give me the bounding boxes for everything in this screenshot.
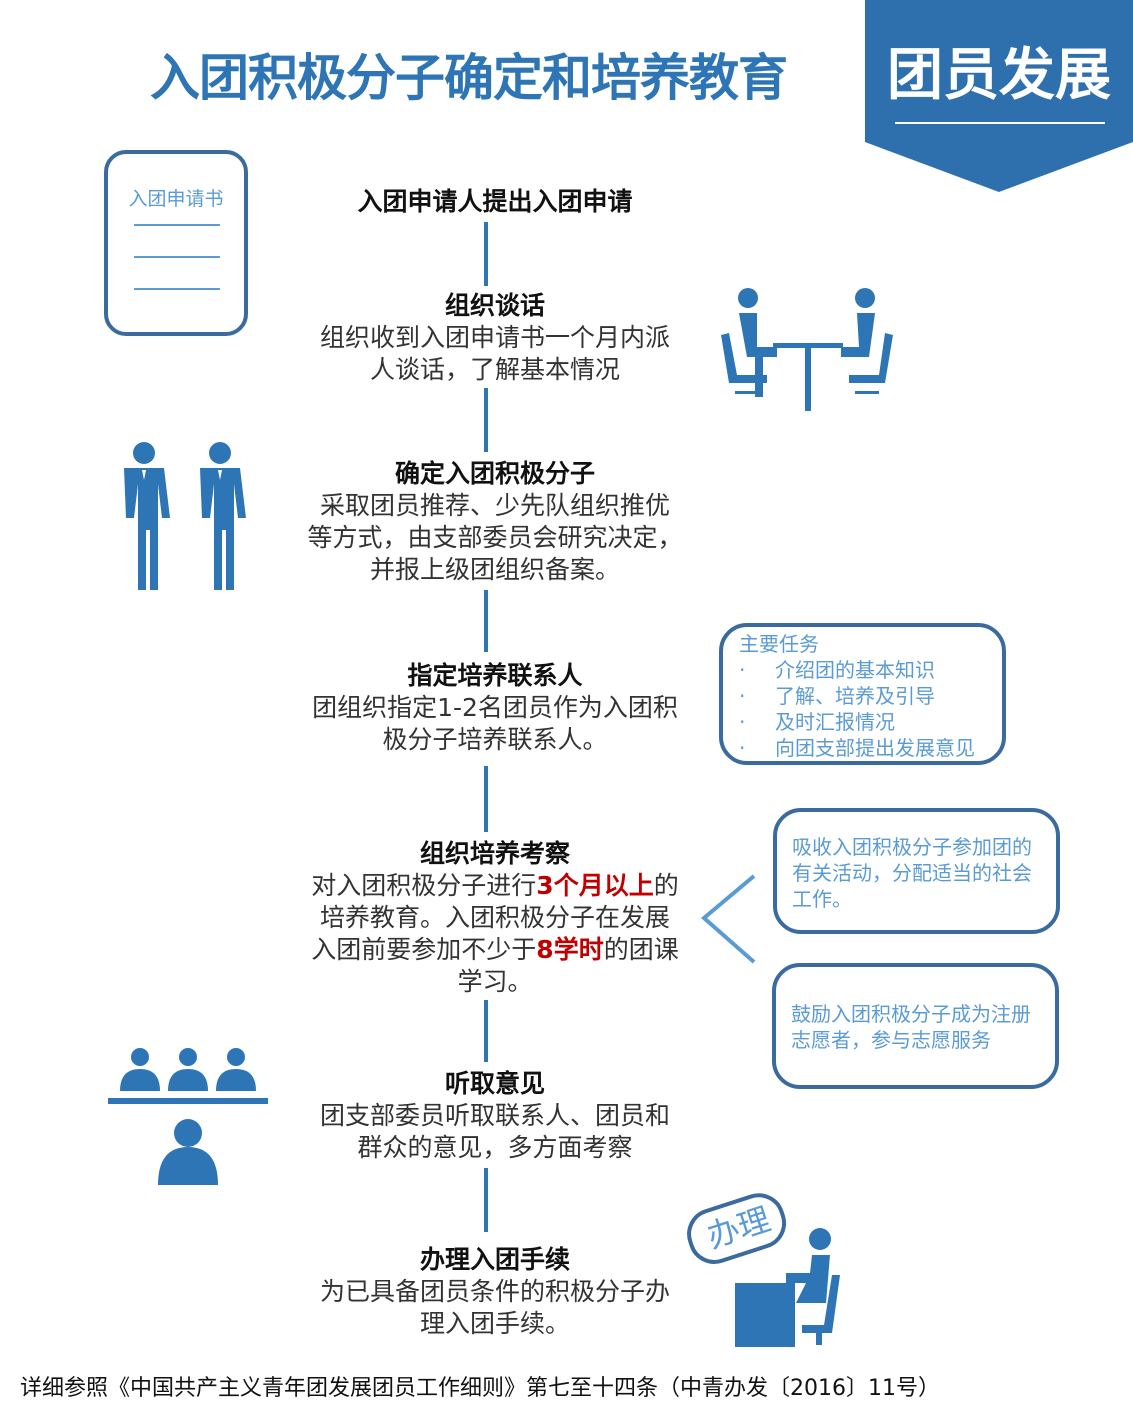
step-text: 培养教育。入团积极分子在发展 <box>319 903 670 932</box>
step-text: 极分子培养联系人。 <box>382 725 608 754</box>
timeline-line <box>484 388 488 452</box>
step-text: 采取团员推荐、少先队组织推优 <box>319 491 670 520</box>
step-interview: 组织谈话 组织收到入团申请书一个月内派 人谈话，了解基本情况 <box>280 290 710 386</box>
highlight-duration: 3个月以上 <box>536 871 654 900</box>
document-line <box>134 288 220 290</box>
step-text: 团组织指定1-2名团员作为入团积 <box>312 693 678 722</box>
step-heading: 组织培养考察 <box>419 839 570 868</box>
step-text: 理入团手续。 <box>419 1309 570 1338</box>
meeting-icon <box>108 1048 268 1185</box>
step-text: 入团前要参加不少于 <box>311 935 537 964</box>
step-apply: 入团申请人提出入团申请 <box>280 186 710 218</box>
step-text: 的 <box>653 871 679 900</box>
footer-reference: 详细参照《中国共产主义青年团发展团员工作细则》第七至十四条（中青办发〔2016〕… <box>20 1376 940 1401</box>
highlight-hours: 8学时 <box>536 935 604 964</box>
step-heading: 确定入团积极分子 <box>394 459 595 488</box>
task-item: ·了解、培养及引导 <box>739 684 935 708</box>
step-assign-contact: 指定培养联系人 团组织指定1-2名团员作为入团积 极分子培养联系人。 <box>280 660 710 756</box>
task-text: 介绍团的基本知识 <box>775 658 935 682</box>
page-title: 入团积极分子确定和培养教育 <box>150 49 788 107</box>
step-text: 并报上级团组织备案。 <box>369 555 620 584</box>
step-text: 对入团积极分子进行 <box>311 871 537 900</box>
step-heading: 指定培养联系人 <box>407 661 583 690</box>
timeline-line <box>484 766 488 832</box>
tasks-box: 主要任务 ·介绍团的基本知识 ·了解、培养及引导 ·及时汇报情况 ·向团支部提出… <box>719 623 1006 765</box>
step-training: 组织培养考察 对入团积极分子进行3个月以上的 培养教育。入团积极分子在发展 入团… <box>280 838 710 998</box>
step-text: 学习。 <box>457 967 533 996</box>
tasks-title: 主要任务 <box>739 632 819 656</box>
step-text: 的团课 <box>603 935 679 964</box>
document-line <box>134 224 220 226</box>
banner <box>865 0 1133 192</box>
application-document-icon <box>104 150 248 336</box>
step-text: 人谈话，了解基本情况 <box>369 355 620 384</box>
timeline-line <box>484 222 488 286</box>
side-box-volunteer: 鼓励入团积极分子成为注册志愿者，参与志愿服务 <box>772 963 1059 1089</box>
step-opinions: 听取意见 团支部委员听取联系人、团员和 群众的意见，多方面考察 <box>280 1068 710 1164</box>
task-text: 向团支部提出发展意见 <box>775 736 975 760</box>
side-box-activities: 吸收入团积极分子参加团的有关活动，分配适当的社会工作。 <box>773 808 1060 934</box>
step-heading: 办理入团手续 <box>419 1245 570 1274</box>
step-heading: 入团申请人提出入团申请 <box>357 187 633 216</box>
step-text: 为已具备团员条件的积极分子办 <box>319 1277 670 1306</box>
timeline-line <box>484 590 488 652</box>
step-text: 等方式，由支部委员会研究决定， <box>307 523 683 552</box>
step-text: 群众的意见，多方面考察 <box>357 1133 633 1162</box>
step-heading: 组织谈话 <box>444 291 545 320</box>
task-item: ·介绍团的基本知识 <box>739 658 935 682</box>
banner-divider <box>895 122 1105 124</box>
step-heading: 听取意见 <box>444 1069 545 1098</box>
step-procedures: 办理入团手续 为已具备团员条件的积极分子办 理入团手续。 <box>280 1244 710 1340</box>
task-text: 了解、培养及引导 <box>775 684 935 708</box>
step-text: 团支部委员听取联系人、团员和 <box>319 1101 670 1130</box>
document-label: 入团申请书 <box>128 188 224 210</box>
timeline-line <box>484 1000 488 1062</box>
interview-icon <box>721 288 893 411</box>
task-text: 及时汇报情况 <box>775 710 895 734</box>
bracket-arrow <box>700 874 756 964</box>
side-text: 吸收入团积极分子参加团的有关活动，分配适当的社会工作。 <box>792 835 1032 911</box>
task-item: ·向团支部提出发展意见 <box>739 736 975 760</box>
task-item: ·及时汇报情况 <box>739 710 895 734</box>
timeline-line <box>484 1168 488 1232</box>
activists-icon <box>124 442 246 590</box>
banner-title: 团员发展 <box>887 43 1111 108</box>
office-worker-icon <box>687 1193 840 1347</box>
document-line <box>134 256 220 258</box>
side-text: 鼓励入团积极分子成为注册志愿者，参与志愿服务 <box>791 1002 1031 1052</box>
step-text: 组织收到入团申请书一个月内派 <box>319 323 670 352</box>
step-confirm: 确定入团积极分子 采取团员推荐、少先队组织推优 等方式，由支部委员会研究决定， … <box>280 458 710 586</box>
